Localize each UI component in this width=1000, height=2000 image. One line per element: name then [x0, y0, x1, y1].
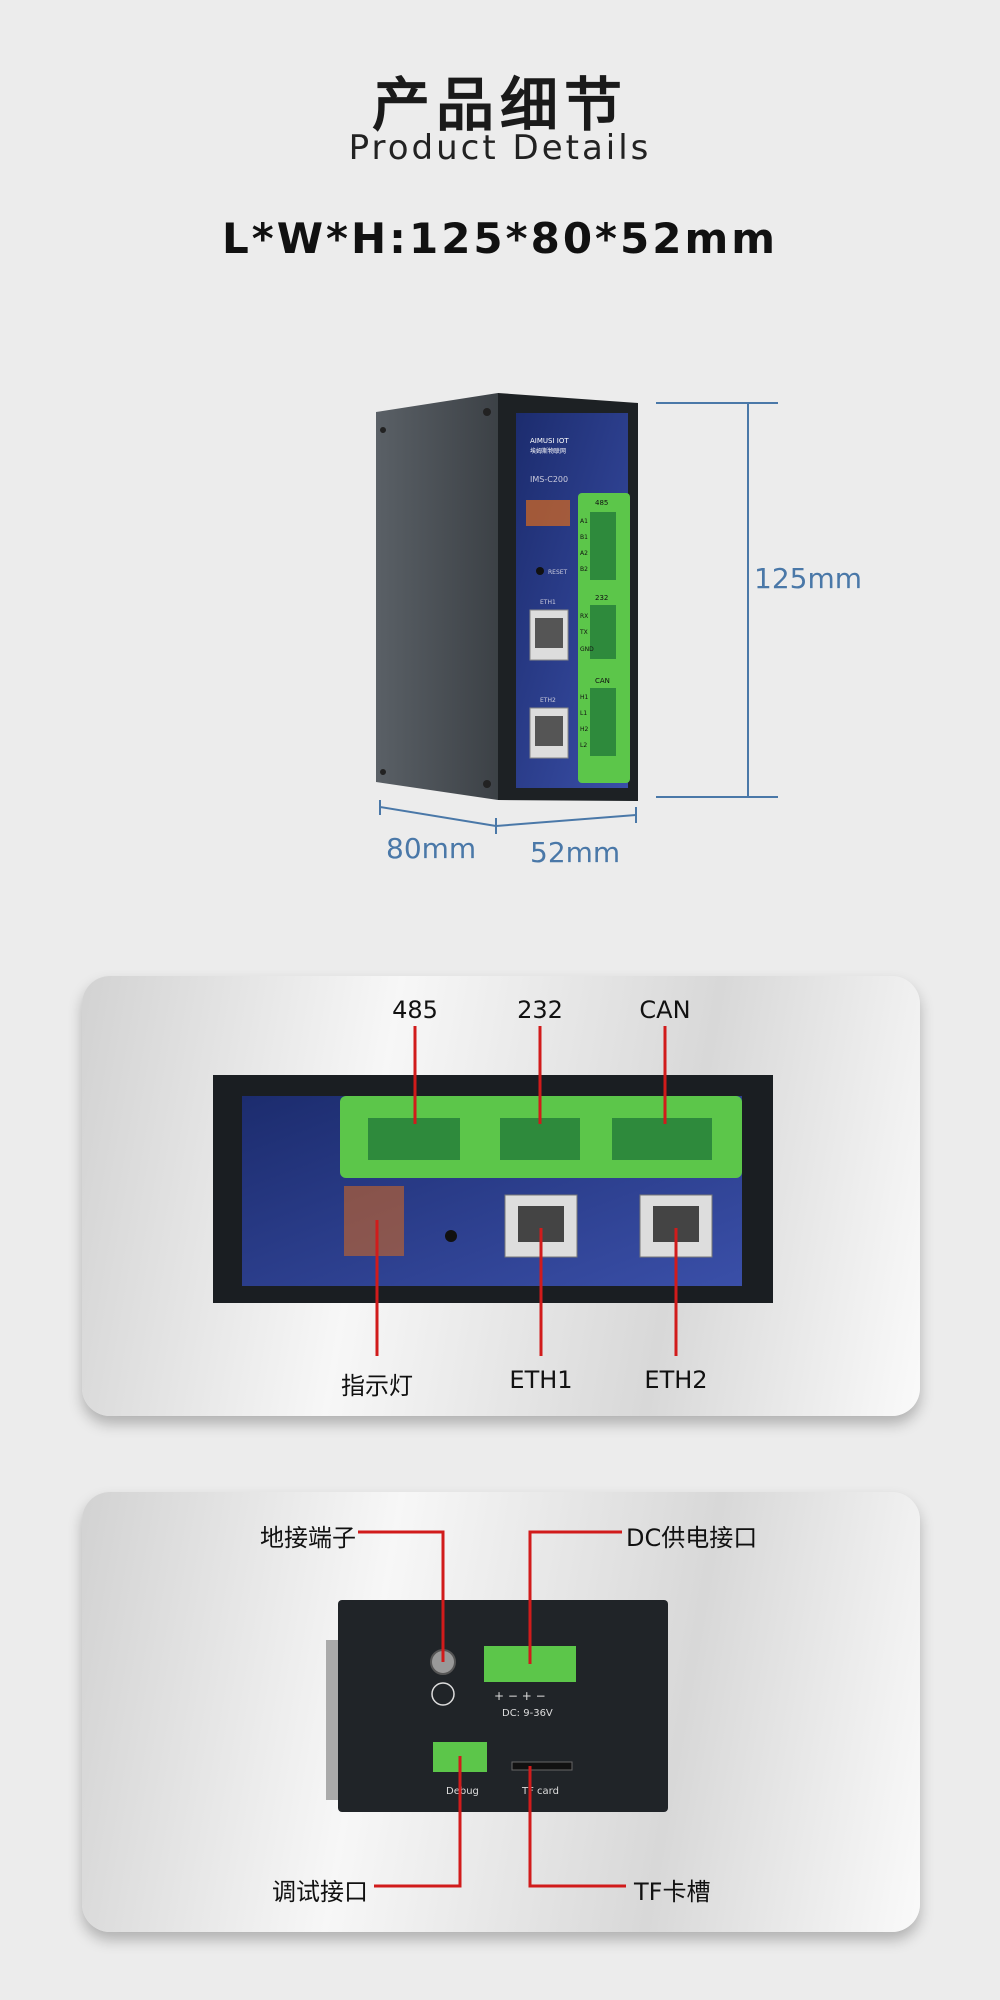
device-model: IMS-C200 [530, 475, 568, 484]
reset-button [536, 567, 544, 575]
callout-ground: 地接端子 [260, 1524, 356, 1552]
base-dimension-lines [379, 800, 637, 834]
callout-485: 485 [392, 996, 438, 1024]
pin-label: A1 [580, 518, 588, 525]
device-eth2-label: ETH2 [540, 697, 556, 704]
callout-eth2: ETH2 [644, 1366, 708, 1394]
page-subtitle: Product Details [348, 128, 652, 168]
height-dimension-line [656, 402, 778, 798]
callout-indicator: 指示灯 [341, 1372, 413, 1400]
callout-eth1: ETH1 [509, 1366, 573, 1394]
callout-232: 232 [517, 996, 563, 1024]
terminal-485 [590, 512, 616, 580]
device-485-label: 485 [595, 499, 608, 507]
device-reset-label: RESET [548, 569, 568, 576]
pin-label: A2 [580, 550, 588, 557]
pin-label: L1 [580, 710, 587, 717]
width-label: 52mm [530, 836, 621, 869]
callout-can: CAN [639, 996, 691, 1024]
pin-label: B2 [580, 566, 588, 573]
callout-dc: DC供电接口 [626, 1524, 758, 1552]
screw [380, 769, 386, 775]
pin-label: L2 [580, 742, 587, 749]
indicator-leds [526, 500, 570, 526]
page-title: 产品细节 [371, 71, 628, 139]
pin-label: TX [579, 629, 588, 636]
callout-tf: TF卡槽 [634, 1878, 711, 1906]
terminal-232 [590, 605, 616, 659]
screw [380, 427, 386, 433]
height-label: 125mm [754, 562, 862, 595]
length-label: 80mm [386, 832, 477, 865]
pin-label: B1 [580, 534, 588, 541]
pin-label: GND [580, 646, 594, 653]
screw [483, 408, 491, 416]
pin-label: H2 [580, 726, 589, 733]
device-232-label: 232 [595, 594, 608, 602]
device-illustration: AIMUSI IOT 埃姆斯物联网 IMS-C200 RESET ETH1 ET… [376, 393, 778, 834]
device-brand: AIMUSI IOT [530, 437, 569, 445]
pin-label: RX [580, 613, 588, 620]
back-panel-card [82, 1492, 920, 1932]
eth2-port-socket [535, 716, 563, 746]
device-eth1-label: ETH1 [540, 599, 556, 606]
device-brand-cn: 埃姆斯物联网 [530, 447, 566, 455]
pin-label: H1 [580, 694, 589, 701]
screw [483, 780, 491, 788]
eth1-port-socket [535, 618, 563, 648]
device-side [376, 393, 498, 800]
terminal-can [590, 688, 616, 756]
callout-debug: 调试接口 [272, 1878, 368, 1906]
device-can-label: CAN [595, 677, 610, 685]
dimensions-text: L*W*H:125*80*52mm [222, 214, 778, 263]
front-panel-card [82, 976, 920, 1416]
